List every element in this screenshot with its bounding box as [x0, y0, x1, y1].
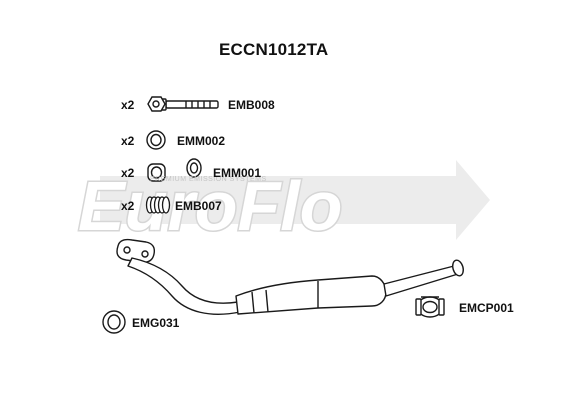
qty-label: x2	[121, 134, 135, 148]
bolt-icon	[147, 96, 219, 112]
qty-label: x2	[121, 98, 135, 112]
part-code-label: EMM002	[177, 134, 226, 148]
gasket-icon	[102, 310, 126, 334]
catalytic-converter-pipe-icon	[116, 238, 464, 315]
tail-pipe	[383, 265, 459, 297]
page-title: ECCN1012TA	[219, 40, 329, 59]
part-code-label: EMM001	[213, 166, 262, 180]
nut-icon	[146, 130, 166, 150]
qty-label: x2	[121, 199, 135, 213]
front-pipe	[127, 257, 241, 315]
watermark-tagline: PREMIUM EMISSION SYSTEMS	[150, 176, 267, 183]
clamp-code-label: EMCP001	[459, 301, 514, 315]
clamp-icon	[415, 296, 445, 318]
qty-label: x2	[121, 166, 135, 180]
part-code-label: EMB008	[228, 98, 275, 112]
spring-icon	[145, 196, 171, 214]
converter-body	[235, 275, 387, 315]
watermark: EuroFlo	[77, 160, 490, 247]
gasket-code-label: EMG031	[132, 316, 180, 330]
watermark-brand: EuroFlo	[78, 167, 342, 245]
part-code-label: EMB007	[175, 199, 222, 213]
watermark-arrow	[100, 160, 490, 240]
nut-and-washer-icon	[147, 158, 202, 182]
